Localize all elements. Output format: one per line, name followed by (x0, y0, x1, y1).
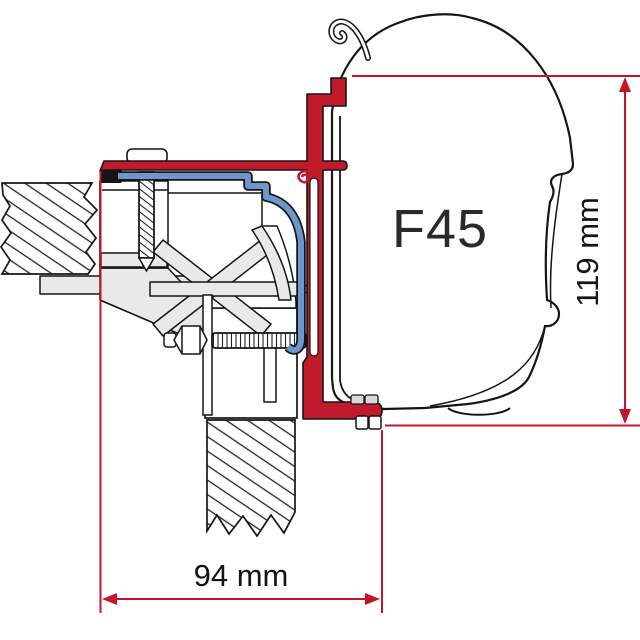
rail-spring-clip (297, 170, 312, 184)
vehicle-roof-section (0, 182, 99, 275)
rail-channel-slot (309, 177, 319, 357)
washer-plate (202, 294, 213, 416)
vehicle-wall-section (204, 307, 298, 538)
center-web (149, 281, 317, 297)
case-bottom-seam (429, 325, 546, 407)
height-dimension (352, 75, 640, 427)
width-dimension (99, 171, 383, 613)
seal-profile (100, 169, 306, 355)
lead-rail-bump (447, 407, 511, 416)
product-label: F45 (392, 199, 488, 259)
awning-case (328, 13, 575, 416)
hex-nut (173, 325, 208, 355)
arrowhead-up (619, 77, 631, 92)
case-foot-tabs (350, 394, 379, 405)
width-dimension-label: 94 mm (194, 558, 289, 593)
arrowhead-down (619, 409, 631, 424)
clamp-bolt-with-nut (163, 294, 307, 416)
fixing-bolts (355, 415, 382, 430)
curved-fin (251, 225, 292, 301)
mounting-screw (137, 171, 156, 273)
lower-rib (263, 344, 277, 403)
arrowhead-left (102, 593, 117, 605)
seal-end-cap (100, 169, 122, 183)
case-front-seam (549, 173, 563, 309)
height-dimension-label: 119 mm (570, 197, 605, 307)
arrowhead-right (365, 593, 380, 605)
